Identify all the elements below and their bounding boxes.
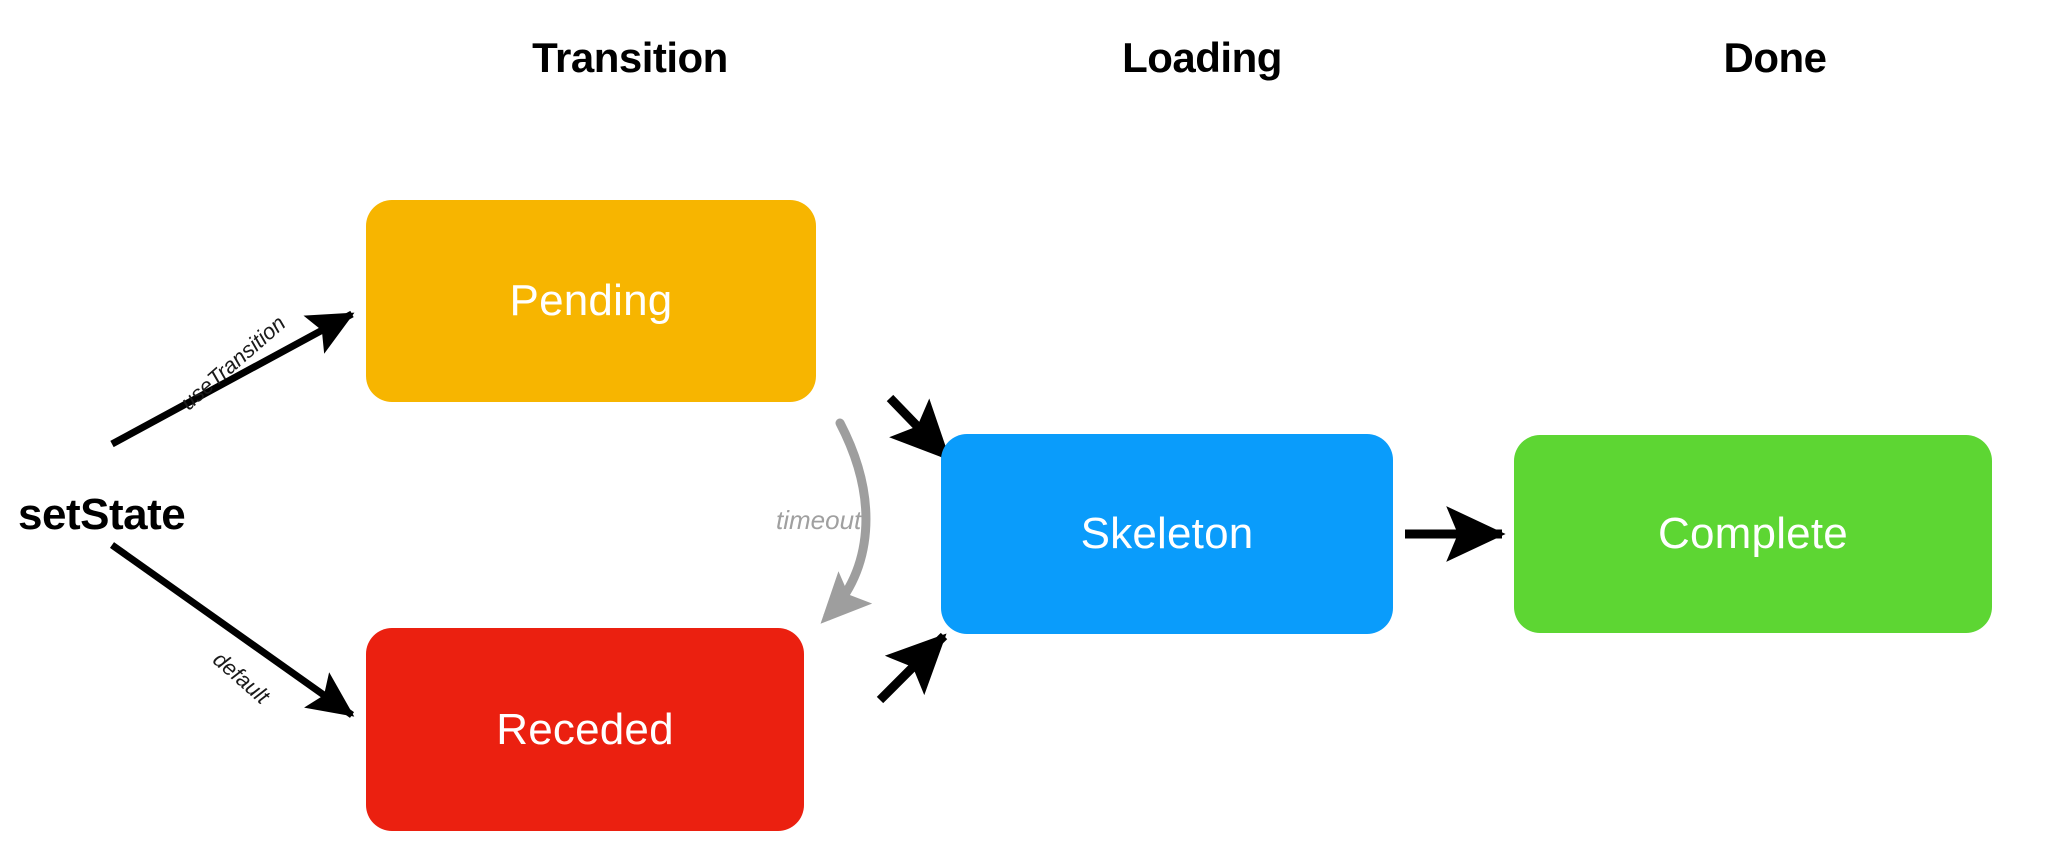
node-complete[interactable]: Complete	[1514, 435, 1992, 633]
edge-setstate-to-receded	[109, 542, 355, 718]
node-pending[interactable]: Pending	[366, 200, 816, 402]
node-receded-label: Receded	[496, 704, 674, 754]
edge-label-usetransition: useTransition	[175, 310, 291, 415]
node-receded[interactable]: Receded	[366, 628, 804, 831]
edge-pending-to-skeleton	[886, 394, 952, 462]
node-complete-label: Complete	[1658, 509, 1848, 558]
column-header-transition: Transition	[532, 34, 728, 81]
edge-label-timeout: timeout	[776, 505, 862, 535]
node-pending-label: Pending	[509, 276, 673, 325]
column-header-done: Done	[1723, 34, 1828, 81]
node-skeleton[interactable]: Skeleton	[941, 434, 1393, 634]
source-label-setstate: setState	[18, 490, 186, 539]
edge-receded-to-skeleton	[876, 632, 948, 704]
column-header-loading: Loading	[1122, 34, 1282, 81]
edge-label-default: default	[208, 646, 275, 709]
node-skeleton-label: Skeleton	[1080, 509, 1254, 558]
